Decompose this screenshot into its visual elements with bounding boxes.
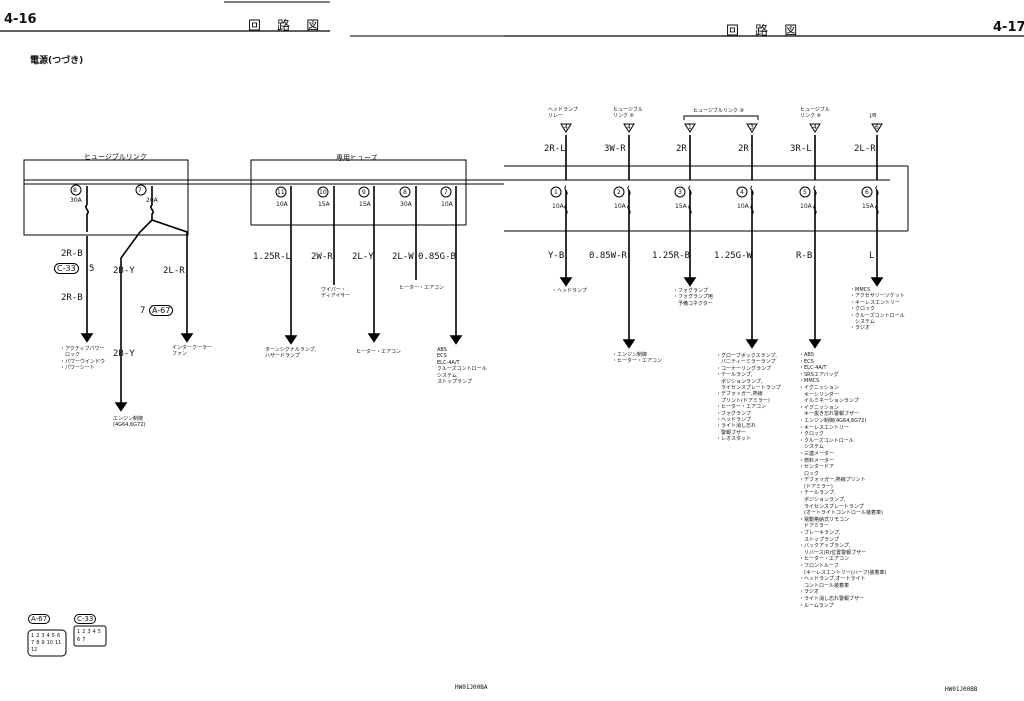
- wire-label: 2B-Y: [113, 349, 135, 359]
- dedicated-fuse-box-label: 専用ヒューズ: [336, 154, 378, 162]
- page-title-right: 回 路 図: [726, 24, 804, 39]
- destination-list: ターンシグナルランプ,ハザードランプ: [265, 347, 317, 360]
- fuse-amp: 10A: [614, 203, 626, 210]
- fuse-num: 8: [403, 189, 407, 196]
- wire-label: 2R-B: [61, 293, 83, 303]
- fuse-amp: 10A: [441, 201, 453, 208]
- destination-list: ・ABS・ECS・ELC-4A/T・SRSエアバッグ・MMCS・イグニッション …: [799, 352, 887, 609]
- fuse-amp: 10A: [800, 203, 812, 210]
- fuse-amp: 15A: [862, 203, 874, 210]
- wire-label: 2R-B: [61, 249, 83, 259]
- wire-label: 1.25G-W: [714, 251, 752, 261]
- destination-list: ・アクティブパワー ロック・パワーウインドウ・パワーシート: [60, 346, 106, 372]
- source-code: 4: [813, 124, 817, 131]
- legend-a67-tag: A-67: [28, 614, 51, 624]
- page-title-left: 回 路 図: [248, 19, 326, 34]
- section-subtitle: 電源(つづき): [30, 56, 84, 66]
- source-label: ヒュージブルリンク ⑥: [613, 107, 643, 120]
- fuse-num: 10: [319, 189, 327, 196]
- fusible-link-box-label: ヒュージブルリンク: [84, 153, 147, 161]
- fuse-amp: 10A: [737, 203, 749, 210]
- wire-label: 3W-R: [604, 144, 626, 154]
- source-label: ヘッドランプリレー: [548, 107, 578, 120]
- wire-label: Y-B: [548, 251, 565, 261]
- wire-label: 2R-L: [544, 144, 566, 154]
- fuse-num: 11: [277, 189, 285, 196]
- fuse-amp: 10A: [276, 201, 288, 208]
- connector-pin: 7: [140, 306, 146, 316]
- destination-list: ・グローブボックスランプ, バニティーミラーランプ・コーナーリングランプ・テール…: [716, 353, 781, 443]
- fl-fuse-num: 7: [138, 187, 142, 194]
- fuse-num: 2: [617, 189, 621, 196]
- wire-label: 2B-Y: [113, 266, 135, 276]
- fuse-amp: 15A: [675, 203, 687, 210]
- fuse-num: 9: [362, 189, 366, 196]
- wire-label: 1.25R-L: [253, 252, 291, 262]
- destination-list: ・ヘッドランプ: [552, 288, 587, 294]
- fuse-num: 5: [803, 189, 807, 196]
- wire-label: 2L-W: [392, 252, 414, 262]
- source-code: 4: [627, 124, 631, 131]
- connector-pin: 5: [89, 264, 95, 274]
- fl-fuse-amp: 30A: [70, 197, 82, 204]
- wire-label: 2L-R: [854, 144, 876, 154]
- wire-label: 2L-Y: [352, 252, 374, 262]
- fuse-num: 6: [865, 189, 869, 196]
- destination-list: ヒーター・エアコン: [356, 349, 402, 355]
- wire-label: 2R: [738, 144, 749, 154]
- wire-label: 3R-L: [790, 144, 812, 154]
- fuse-num: 7: [444, 189, 448, 196]
- fuse-num: 4: [740, 189, 744, 196]
- footer-code-right: HW01J00BB: [945, 686, 978, 693]
- destination-list: エンジン制御(4G64,6G72): [113, 416, 146, 429]
- destination-list: インタークーラーファン: [172, 345, 213, 358]
- source-code: 1: [688, 124, 692, 131]
- source-label: ヒュージブルリンク ④: [800, 107, 830, 120]
- fuse-amp: 15A: [318, 201, 330, 208]
- wire-label: 2W-R: [311, 252, 333, 262]
- connector-a67-tag: A-67: [149, 305, 174, 316]
- fuse-amp: 30A: [400, 201, 412, 208]
- wire-label: 0.85G-B: [418, 252, 456, 262]
- wire-label: L: [869, 251, 875, 261]
- wire-label: R-B: [796, 251, 813, 261]
- source-code: 3: [750, 124, 754, 131]
- connector-c33-tag: C-33: [54, 263, 79, 274]
- footer-code-left: HW01J00BA: [455, 684, 488, 691]
- wire-label: 1.25R-B: [652, 251, 690, 261]
- legend-c33-tag: C-33: [74, 614, 97, 624]
- destination-list: ・エンジン制御・ヒーター・エアコン: [612, 352, 663, 365]
- fuse-num: 1: [554, 189, 558, 196]
- wire-label: 0.85W-R: [589, 251, 627, 261]
- page-number-left: 4-16: [4, 12, 37, 27]
- source-label: J/B: [870, 113, 877, 119]
- fl-fuse-amp: 20A: [146, 197, 158, 204]
- fl-fuse-num: 8: [73, 187, 77, 194]
- destination-list: ワイパー・ディアイサー: [321, 287, 351, 300]
- destination-list: ・フォグランプ・フォグランプ用 予備コネクター: [673, 288, 713, 307]
- source-label: ヒュージブルリンク ⑩: [693, 108, 744, 114]
- destination-list: ヒーター・エアコン: [399, 285, 445, 291]
- source-code: 6: [875, 124, 879, 131]
- wire-label: 2R: [676, 144, 687, 154]
- source-code: 4: [564, 124, 568, 131]
- page-number-right: 4-17: [993, 20, 1024, 35]
- destination-list: ・MMCS・アクセサリーソケット・キーレスエントリー・クロック・クルーズコントロ…: [850, 287, 905, 332]
- wire-label: 2L-R: [163, 266, 185, 276]
- fuse-amp: 10A: [552, 203, 564, 210]
- fuse-num: 3: [678, 189, 682, 196]
- fuse-amp: 15A: [359, 201, 371, 208]
